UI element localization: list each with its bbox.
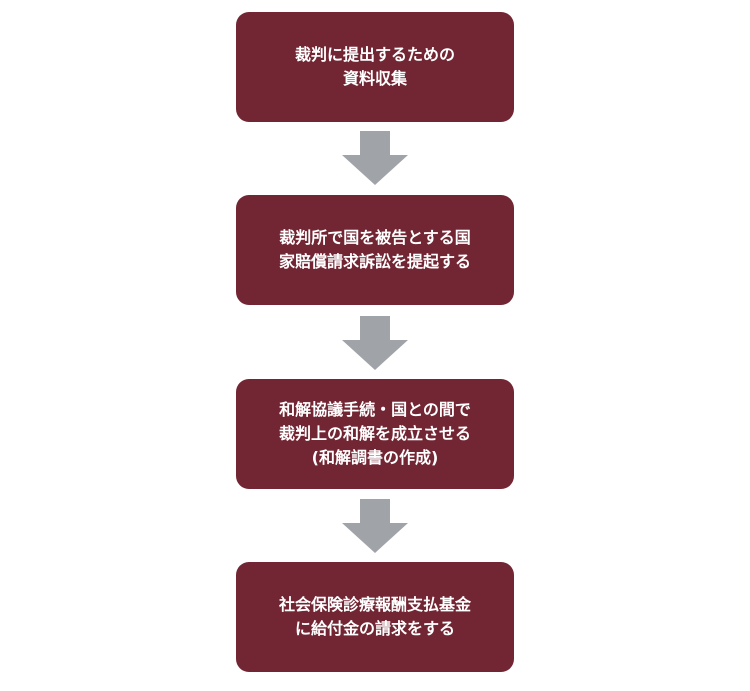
- down-arrow-icon: [342, 316, 408, 370]
- step-1-box: 裁判に提出するための 資料収集: [236, 12, 514, 122]
- step-4-line-1: 社会保険診療報酬支払基金: [278, 595, 471, 614]
- step-3-line-2: 裁判上の和解を成立させる: [278, 424, 471, 443]
- step-3-line-3: (和解調書の作成): [311, 448, 439, 467]
- step-1-line-1: 裁判に提出するための: [294, 45, 455, 64]
- step-4-box: 社会保険診療報酬支払基金 に給付金の請求をする: [236, 562, 514, 672]
- down-arrow-icon: [342, 499, 408, 553]
- step-1-line-2: 資料収集: [342, 69, 407, 88]
- step-3-box: 和解協議手続・国との間で 裁判上の和解を成立させる (和解調書の作成): [236, 379, 514, 489]
- step-2-line-2: 家賠償請求訴訟を提起する: [278, 252, 471, 271]
- step-3-line-1: 和解協議手続・国との間で: [279, 400, 471, 419]
- down-arrow-icon: [342, 131, 408, 185]
- step-4-line-2: に給付金の請求をする: [294, 619, 455, 638]
- step-2-line-1: 裁判所で国を被告とする国: [279, 228, 471, 247]
- step-2-box: 裁判所で国を被告とする国 家賠償請求訴訟を提起する: [236, 195, 514, 305]
